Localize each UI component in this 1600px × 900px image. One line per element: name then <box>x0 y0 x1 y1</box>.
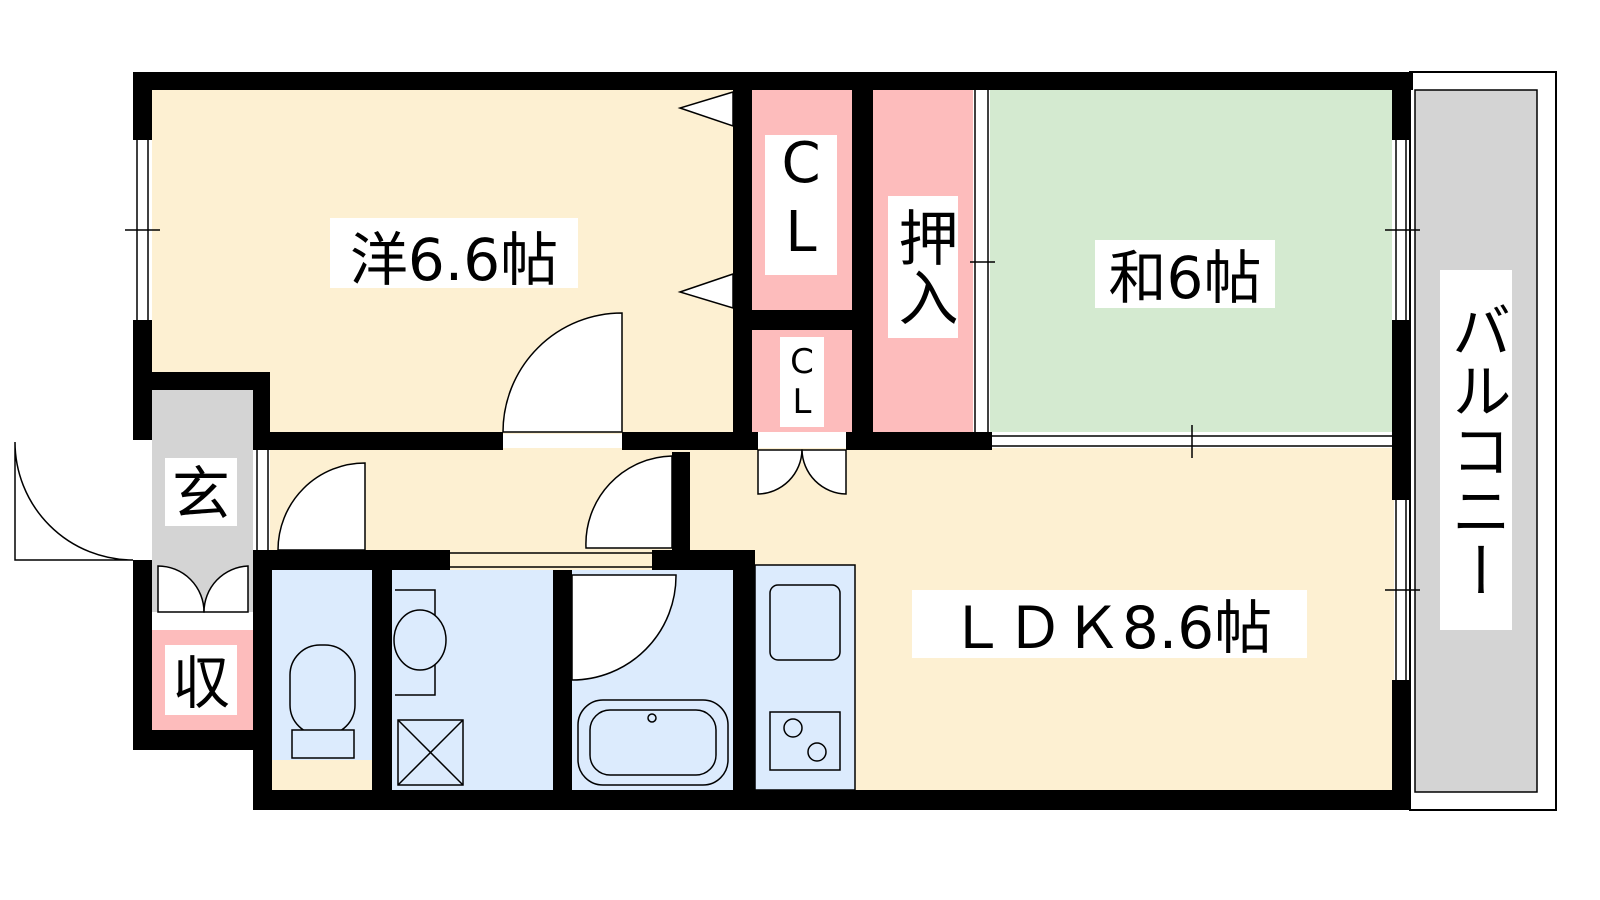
balcony-label: バルコニー <box>1441 300 1511 600</box>
windows <box>125 90 1420 680</box>
walls <box>133 72 1413 810</box>
entrance-label: 玄 <box>172 460 230 528</box>
washroom-door <box>585 455 673 549</box>
storage-label: 収 <box>172 649 230 717</box>
closet-2-label: CL <box>782 342 822 422</box>
bath-door <box>571 574 677 681</box>
closet-door-top <box>677 90 734 128</box>
toilet-door <box>277 462 366 551</box>
western-door <box>502 312 623 433</box>
doors <box>14 90 847 681</box>
fixtures <box>289 584 841 786</box>
oshiire-label: 押入 <box>888 207 958 327</box>
washitsu-label: 和6帖 <box>1109 244 1262 312</box>
cl-door-right <box>801 449 847 495</box>
kitchen-sink-icon <box>769 584 841 661</box>
closet-1-label: CL <box>769 131 834 269</box>
western-room-label: 洋6.6帖 <box>350 226 558 294</box>
ldk-label: ＬＤＫ8.6帖 <box>948 594 1272 662</box>
entrance-door <box>14 441 134 561</box>
closet-door-bottom <box>677 272 734 310</box>
toilet-icon <box>289 644 356 736</box>
stove-icon <box>769 711 841 771</box>
storage-door-right <box>203 565 249 613</box>
